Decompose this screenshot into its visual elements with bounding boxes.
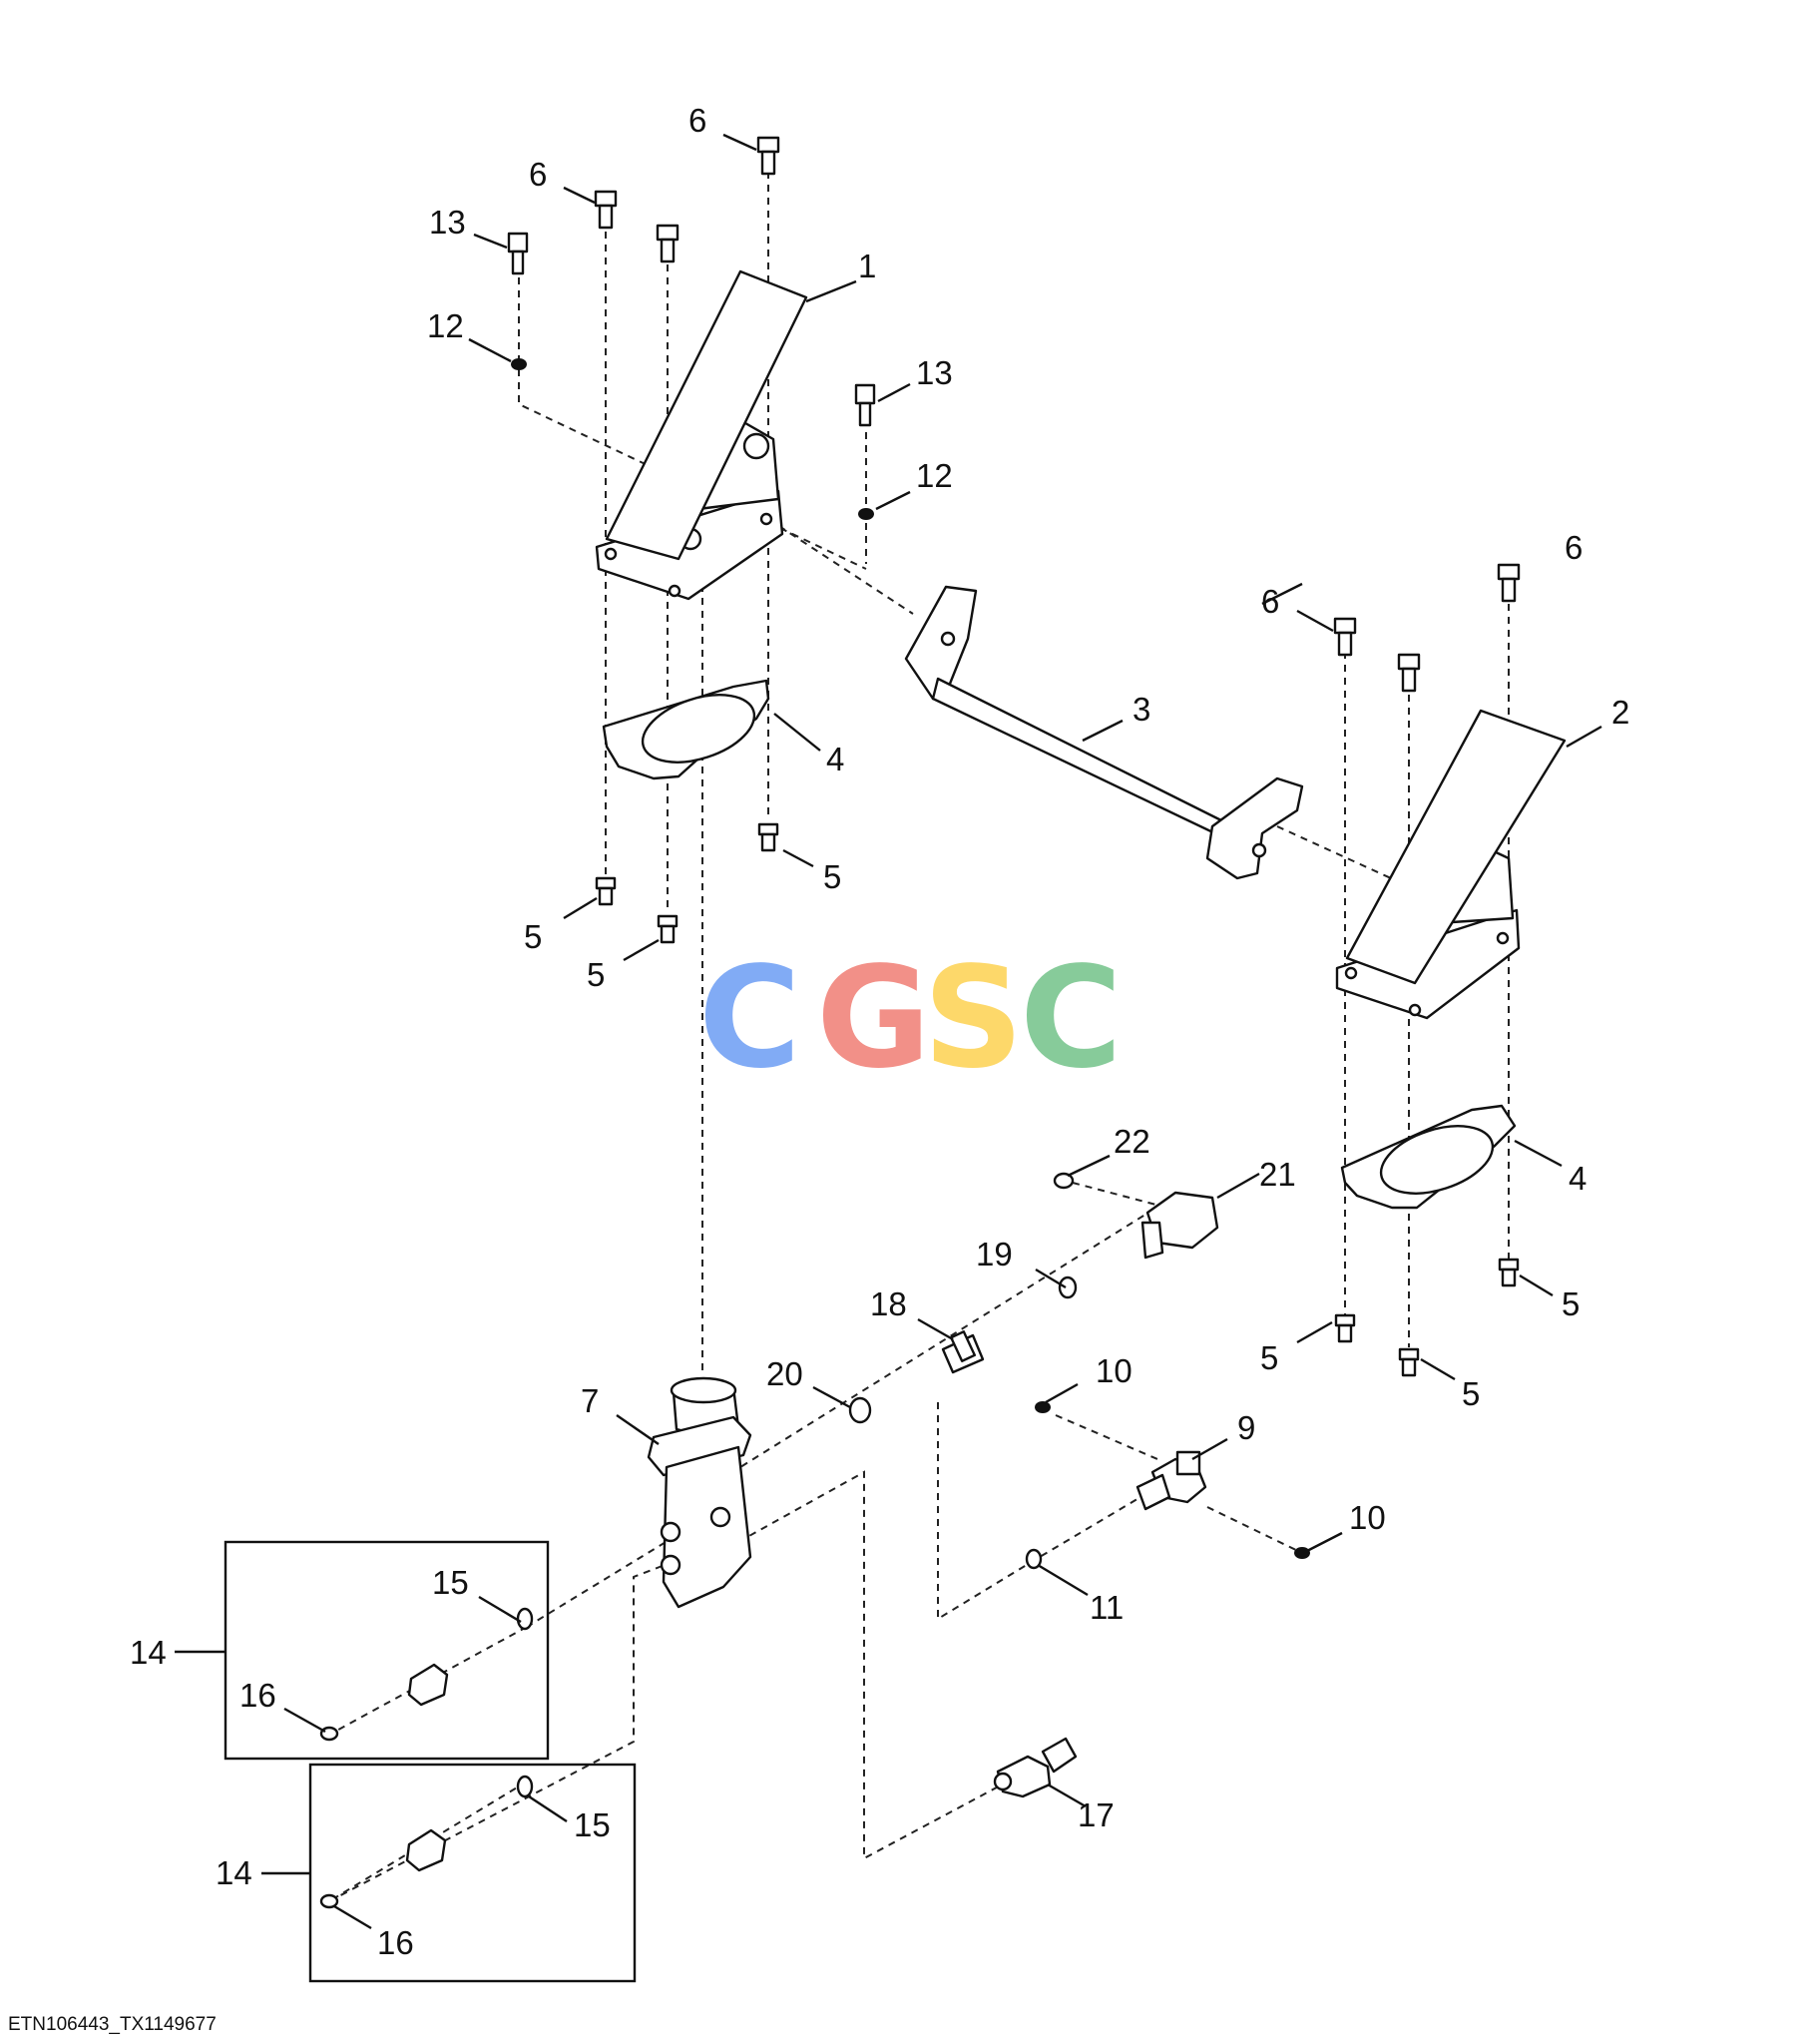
fitting-21 (1140, 1191, 1219, 1260)
callout-12: 12 (427, 307, 464, 344)
callout-10: 10 (1349, 1499, 1386, 1536)
callout-3: 3 (1133, 691, 1150, 728)
gasket-right (1340, 1104, 1517, 1210)
screw-6 (1333, 617, 1357, 657)
plug-17 (993, 1737, 1078, 1798)
watermark-letter: C (698, 937, 801, 1100)
callout-6: 6 (688, 102, 706, 139)
callout-9: 9 (1237, 1409, 1255, 1446)
callout-15: 15 (432, 1564, 469, 1601)
fittings (848, 1172, 1310, 1798)
callout-11: 11 (1090, 1589, 1124, 1626)
callout-labels: 6 6 13 12 1 13 12 6 6 2 3 4 4 5 5 5 5 5 … (130, 102, 1629, 1961)
callout-6: 6 (529, 156, 547, 193)
connecting-rod (904, 585, 1304, 880)
o-ring-22 (1053, 1172, 1075, 1190)
callout-15: 15 (574, 1806, 611, 1843)
watermark-logo: C G S C (698, 937, 1123, 1100)
fitting-18 (941, 1330, 985, 1374)
screws (507, 136, 1521, 693)
callout-21: 21 (1259, 1156, 1296, 1193)
figure-id: ETN106443_TX1149677 (8, 2014, 217, 2035)
callout-16: 16 (377, 1924, 414, 1961)
callout-22: 22 (1114, 1123, 1150, 1160)
callout-17: 17 (1078, 1796, 1115, 1833)
callout-7: 7 (581, 1382, 599, 1419)
screw-6 (1497, 563, 1521, 603)
pedal-right (1335, 709, 1567, 1020)
screw-6 (756, 136, 780, 176)
callout-13: 13 (429, 204, 466, 241)
callout-13: 13 (916, 354, 953, 391)
screw-13 (507, 232, 529, 275)
o-ring-11 (1025, 1548, 1043, 1570)
screw-6 (594, 190, 618, 230)
callout-6: 6 (1565, 529, 1583, 566)
leader-lines (175, 133, 1602, 1930)
kit-box-upper (224, 1540, 550, 1761)
o-ring-20 (848, 1396, 872, 1424)
callout-5: 5 (1562, 1285, 1580, 1322)
o-ring-19 (1058, 1276, 1078, 1299)
watermark-letter: C (1020, 937, 1123, 1100)
tee-fitting-9 (1135, 1450, 1207, 1511)
nuts (595, 822, 1520, 1377)
screw-13 (854, 383, 876, 427)
callout-10: 10 (1096, 1352, 1133, 1389)
pilot-valve (647, 1376, 752, 1609)
callout-20: 20 (766, 1355, 803, 1392)
callout-16: 16 (239, 1677, 276, 1714)
callout-2: 2 (1611, 694, 1629, 731)
watermark-letter: G (816, 937, 931, 1100)
screw (656, 224, 680, 263)
callout-5: 5 (587, 956, 605, 993)
o-ring-10 (1035, 1401, 1051, 1413)
callout-19: 19 (976, 1236, 1013, 1273)
callout-5: 5 (823, 858, 841, 895)
pedal-left (595, 269, 808, 601)
callout-4: 4 (1569, 1160, 1587, 1197)
callout-14: 14 (216, 1854, 252, 1891)
screw (1397, 653, 1421, 693)
callout-18: 18 (870, 1285, 907, 1322)
watermark-letter: S (923, 937, 1024, 1100)
callout-1: 1 (858, 248, 876, 284)
callout-12: 12 (916, 457, 953, 494)
gasket-left (602, 679, 770, 780)
washers (511, 358, 874, 520)
callout-6: 6 (1261, 583, 1279, 620)
callout-5: 5 (1260, 1339, 1278, 1376)
callout-5: 5 (1462, 1375, 1480, 1412)
o-ring-10 (1294, 1547, 1310, 1559)
callout-5: 5 (524, 918, 542, 955)
kit-box-lower (308, 1763, 637, 1983)
callout-4: 4 (826, 741, 844, 777)
callout-14: 14 (130, 1634, 167, 1671)
